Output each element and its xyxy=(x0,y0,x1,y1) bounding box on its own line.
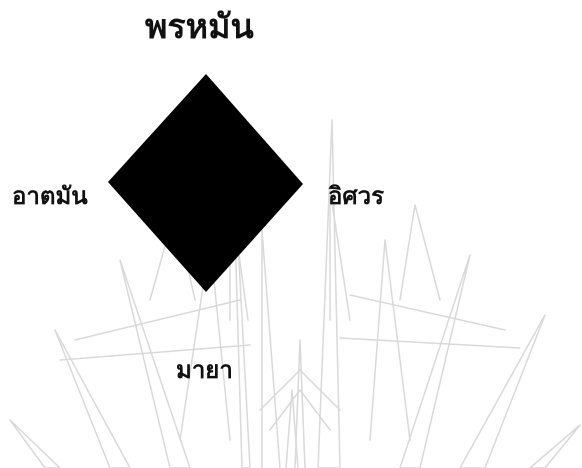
diamond-shape xyxy=(108,74,303,292)
label-top: พรหมัน xyxy=(145,10,254,44)
label-left: อาตมัน xyxy=(12,184,88,208)
label-right: อิศวร xyxy=(328,184,384,208)
label-bottom: มายา xyxy=(176,358,233,382)
